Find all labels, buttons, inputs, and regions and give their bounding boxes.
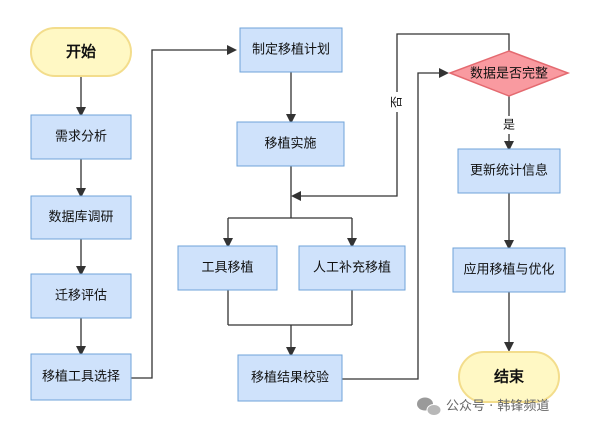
watermark-text: 公众号 · 韩锋频道	[446, 399, 549, 414]
node-update-stats: 更新统计信息	[457, 148, 561, 194]
node-start-label: 开始	[66, 43, 96, 61]
node-migration-eval: 迁移评估	[30, 273, 132, 319]
node-integrity-label: 数据是否完整	[470, 67, 548, 82]
node-migration-eval-label: 迁移评估	[55, 289, 107, 304]
node-start: 开始	[30, 27, 132, 77]
node-optimize: 应用移植与优化	[452, 247, 566, 293]
node-req-analysis: 需求分析	[30, 114, 132, 160]
edge-label-no: 否	[390, 96, 404, 108]
node-update-stats-label: 更新统计信息	[470, 163, 548, 179]
edge-verify-to-decision	[342, 68, 449, 380]
node-plan: 制定移植计划	[239, 27, 343, 73]
wechat-icon	[417, 397, 442, 416]
node-implement-label: 移植实施	[264, 137, 316, 152]
node-manual-migrate-label: 人工补充移植	[313, 260, 391, 276]
node-manual-migrate: 人工补充移植	[298, 245, 406, 291]
edge-select-to-plan	[131, 45, 237, 379]
node-db-research-label: 数据库调研	[48, 209, 113, 225]
no-label-bg	[389, 92, 405, 112]
node-tool-select: 移植工具选择	[30, 353, 132, 401]
node-end-label: 结束	[494, 368, 525, 386]
node-end: 结束	[458, 351, 560, 403]
node-db-research: 数据库调研	[30, 195, 132, 240]
edge-decision-no	[291, 33, 510, 201]
node-plan-label: 制定移植计划	[252, 43, 330, 58]
node-tool-select-label: 移植工具选择	[42, 370, 120, 385]
node-req-analysis-label: 需求分析	[55, 130, 107, 145]
edge-label-yes: 是	[503, 118, 515, 132]
node-implement: 移植实施	[236, 121, 345, 167]
node-integrity-decision: 数据是否完整	[447, 50, 571, 97]
yes-label-bg	[501, 116, 517, 134]
node-verify-label: 移植结果校验	[251, 370, 329, 386]
connectors	[76, 33, 514, 380]
node-tool-migrate-label: 工具移植	[201, 261, 253, 276]
watermark: 公众号 · 韩锋频道	[417, 397, 549, 416]
node-optimize-label: 应用移植与优化	[463, 262, 554, 278]
node-tool-migrate: 工具移植	[177, 245, 278, 291]
node-verify: 移植结果校验	[237, 354, 343, 402]
